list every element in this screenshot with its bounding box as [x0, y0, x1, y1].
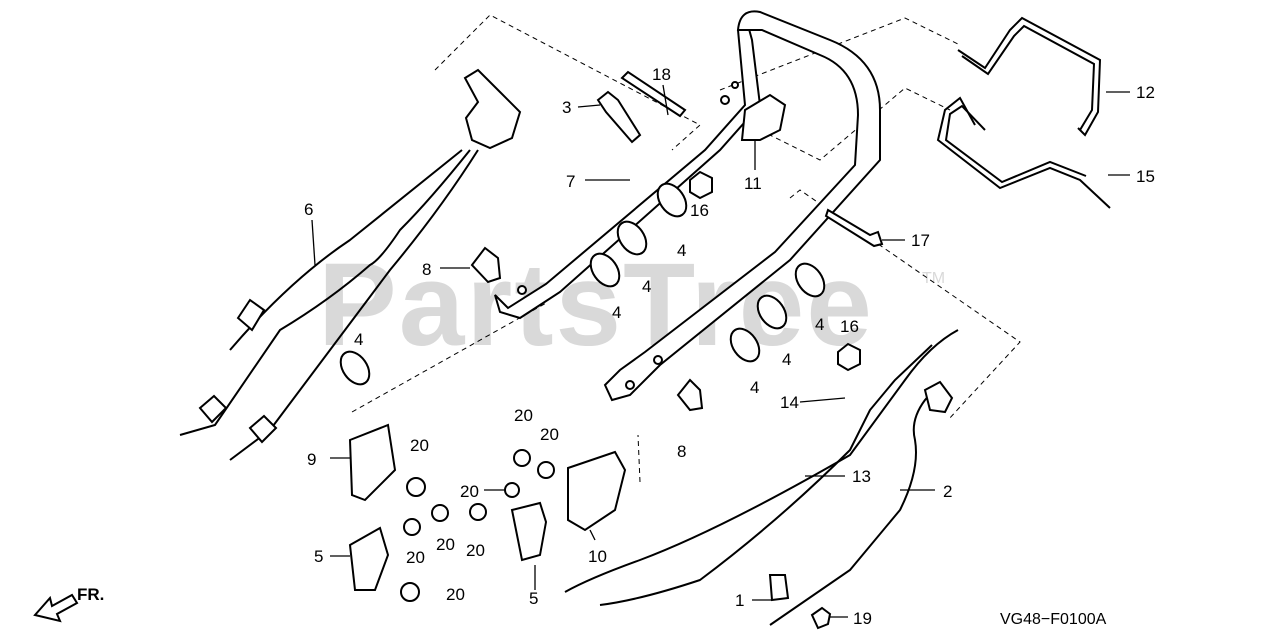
- callout-20-b: 20: [436, 535, 455, 554]
- callout-5-right: 5: [529, 589, 538, 608]
- callout-11: 11: [744, 174, 762, 193]
- callout-13: 13: [852, 467, 871, 486]
- control-rods: [936, 16, 1111, 209]
- callout-20-h: 20: [466, 541, 485, 560]
- callout-4-d: 4: [354, 330, 363, 349]
- callout-4-f: 4: [782, 350, 791, 369]
- handle-clips: [470, 246, 704, 412]
- callout-8-upper: 8: [422, 260, 431, 279]
- front-indicator-label: FR.: [77, 585, 104, 604]
- callout-5-left: 5: [314, 547, 323, 566]
- callout-10: 10: [588, 547, 607, 566]
- callout-labels: 3 18 7 16 11 12 15 17 6 8 4 4 4 4 4 4 4 …: [304, 65, 1155, 628]
- fasteners: [596, 70, 884, 630]
- callout-20-g: 20: [460, 482, 479, 501]
- handle-pipe: [494, 10, 881, 402]
- watermark-trademark: TM: [922, 270, 945, 287]
- callout-4-b: 4: [642, 277, 651, 296]
- callout-4-a: 4: [677, 241, 686, 260]
- control-cables: [564, 329, 959, 626]
- leader-lines: [311, 84, 1130, 618]
- front-arrow: FR.: [33, 585, 104, 623]
- callout-12: 12: [1136, 83, 1155, 102]
- callout-6: 6: [304, 200, 313, 219]
- callout-2: 2: [943, 482, 952, 501]
- callout-3: 3: [562, 98, 571, 117]
- callout-18: 18: [652, 65, 671, 84]
- callout-17: 17: [911, 231, 930, 250]
- mounting-brackets: [348, 423, 627, 591]
- spacers: [400, 449, 555, 602]
- callout-14: 14: [780, 393, 799, 412]
- cable-ties: [339, 182, 826, 386]
- callout-1: 1: [735, 591, 744, 610]
- callout-4-e: 4: [815, 315, 824, 334]
- callout-4-g: 4: [750, 378, 759, 397]
- callout-20-a: 20: [410, 436, 429, 455]
- callout-15: 15: [1136, 167, 1155, 186]
- callout-4-c: 4: [612, 303, 621, 322]
- callout-8-lower: 8: [677, 442, 686, 461]
- callout-7: 7: [566, 172, 575, 191]
- callout-16-lower: 16: [840, 317, 859, 336]
- callout-20-c: 20: [406, 548, 425, 567]
- diagram-code: VG48−F0100A: [1000, 611, 1107, 628]
- lever-bracket: [740, 93, 787, 141]
- callout-9: 9: [307, 450, 316, 469]
- throttle-cables: [179, 68, 522, 461]
- callout-20-e: 20: [514, 406, 533, 425]
- callout-20-d: 20: [446, 585, 465, 604]
- callout-16-upper: 16: [690, 201, 709, 220]
- callout-19: 19: [853, 609, 872, 628]
- assembly-outlines: [351, 14, 1021, 483]
- callout-20-f: 20: [540, 425, 559, 444]
